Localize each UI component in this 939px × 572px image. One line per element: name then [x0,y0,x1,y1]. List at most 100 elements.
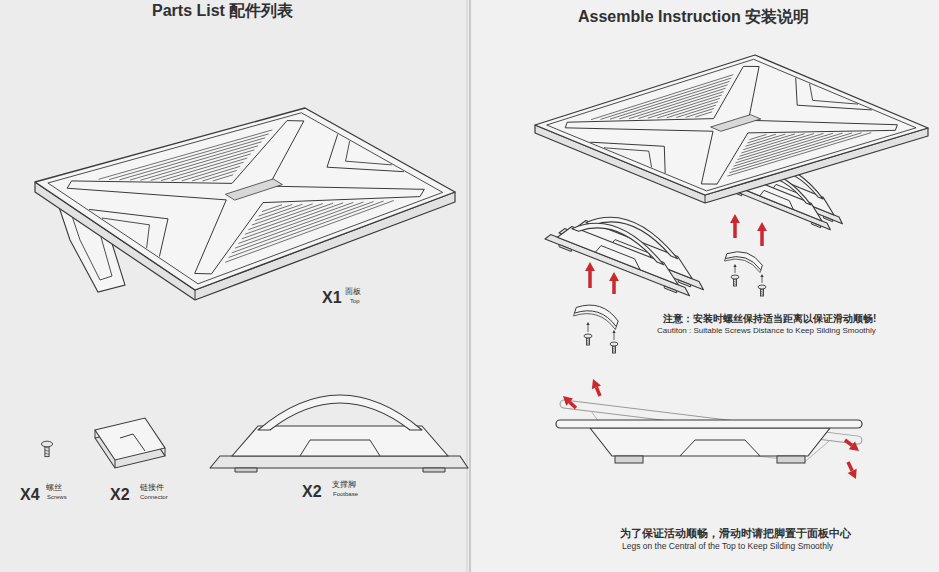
board-grille [735,133,833,163]
side-plank [556,420,862,428]
board-grille [591,75,733,120]
part-name: Screws [47,494,67,501]
direction-arrow-head [757,222,767,231]
board-chevron [89,209,168,256]
direction-arrow-head [760,274,763,277]
board-grille [262,205,282,212]
board-chevron [796,78,872,110]
connector-piece [724,247,764,272]
board-grille [242,203,343,239]
screw-thread [587,343,590,344]
footbase-line [572,209,664,264]
part-name: Top [350,298,360,305]
board-grille [192,166,240,181]
board-grille [238,202,353,243]
footbase-line [595,243,640,269]
usage-note: Legs on the Central of the Top to Keep S… [622,542,833,551]
board-grille [119,138,265,180]
side-view [556,379,862,479]
board-grille [657,98,720,118]
board-grille [610,81,730,119]
screw-thread [587,340,590,341]
direction-arrow-shaft [596,387,600,396]
part-quantity: X2 [302,483,322,501]
screw-thread [613,351,616,352]
board-grille [182,162,244,181]
page-right [470,0,939,572]
part-name: Footbase [333,491,358,498]
screw-thread [734,281,737,282]
board-rim [48,113,443,284]
board-grille [695,112,712,117]
connector-piece [574,300,621,330]
direction-arrow-shaft [570,402,576,408]
board-chevron [810,84,858,104]
direction-arrow-head [612,330,615,333]
direction-arrow-head [586,322,589,325]
footbase-line [210,456,468,468]
board-edge-line [195,290,196,300]
board-logo [711,115,761,132]
direction-arrow-shaft [733,223,737,238]
screw-thread [761,291,764,292]
direction-arrow-shaft [845,440,852,445]
board-grille [743,134,794,150]
direction-arrow-head [849,442,859,451]
board-chevron [102,218,150,248]
part-name: Connector [140,494,168,501]
footbase-line [811,222,820,228]
board-grille [629,88,726,118]
connector-top [95,418,165,460]
page-heading: Parts List 配件列表 [152,2,293,20]
screw-thread [45,453,49,454]
direction-arrow-shaft [848,462,852,471]
connector-part [95,418,165,468]
direction-arrow-head [585,262,595,271]
board-grille [245,203,333,234]
board-grille [737,133,823,159]
board-grille [213,175,233,181]
board-grille [99,130,273,179]
board-grille [171,158,247,181]
board-grille [225,201,394,263]
direction-arrow-shaft [588,325,589,332]
direction-arrow-head [848,469,857,479]
board-grille [739,134,814,157]
part-name: 链接件 [140,484,164,493]
top-board [35,108,455,300]
direction-arrow-head [563,396,573,406]
board-grille [749,134,766,139]
footbase-left [545,199,689,298]
board-logo [225,179,282,200]
board-grille [667,102,718,118]
direction-arrow-shaft [588,271,592,288]
connector-slot [120,434,145,451]
connector-edge [724,255,762,273]
board-grille [745,134,785,146]
board-grille [252,204,313,225]
screw-head [758,285,766,289]
parts-list-art [35,108,468,472]
screw-thread [45,450,49,451]
board-grille [255,204,302,220]
direction-arrow-head [730,214,740,223]
board-grille [600,78,731,119]
footbase-line [823,216,832,222]
side-body [590,428,830,456]
direction-arrow-shaft [612,281,616,294]
direction-arrow-head [609,272,619,281]
side-notch [680,440,760,456]
side-foot [615,456,643,463]
screw-head [41,441,52,447]
board-star [67,121,424,274]
caution-note: 注意：安装时螺丝保持适当距离以保证滑动顺畅! [663,313,876,324]
board-chevron [327,134,404,171]
board-grille [741,134,804,153]
board-grille [235,202,363,248]
board-grille [676,105,716,117]
direction-arrow-shaft [762,277,763,283]
board-grille [202,170,236,180]
direction-arrow-head [733,264,736,267]
